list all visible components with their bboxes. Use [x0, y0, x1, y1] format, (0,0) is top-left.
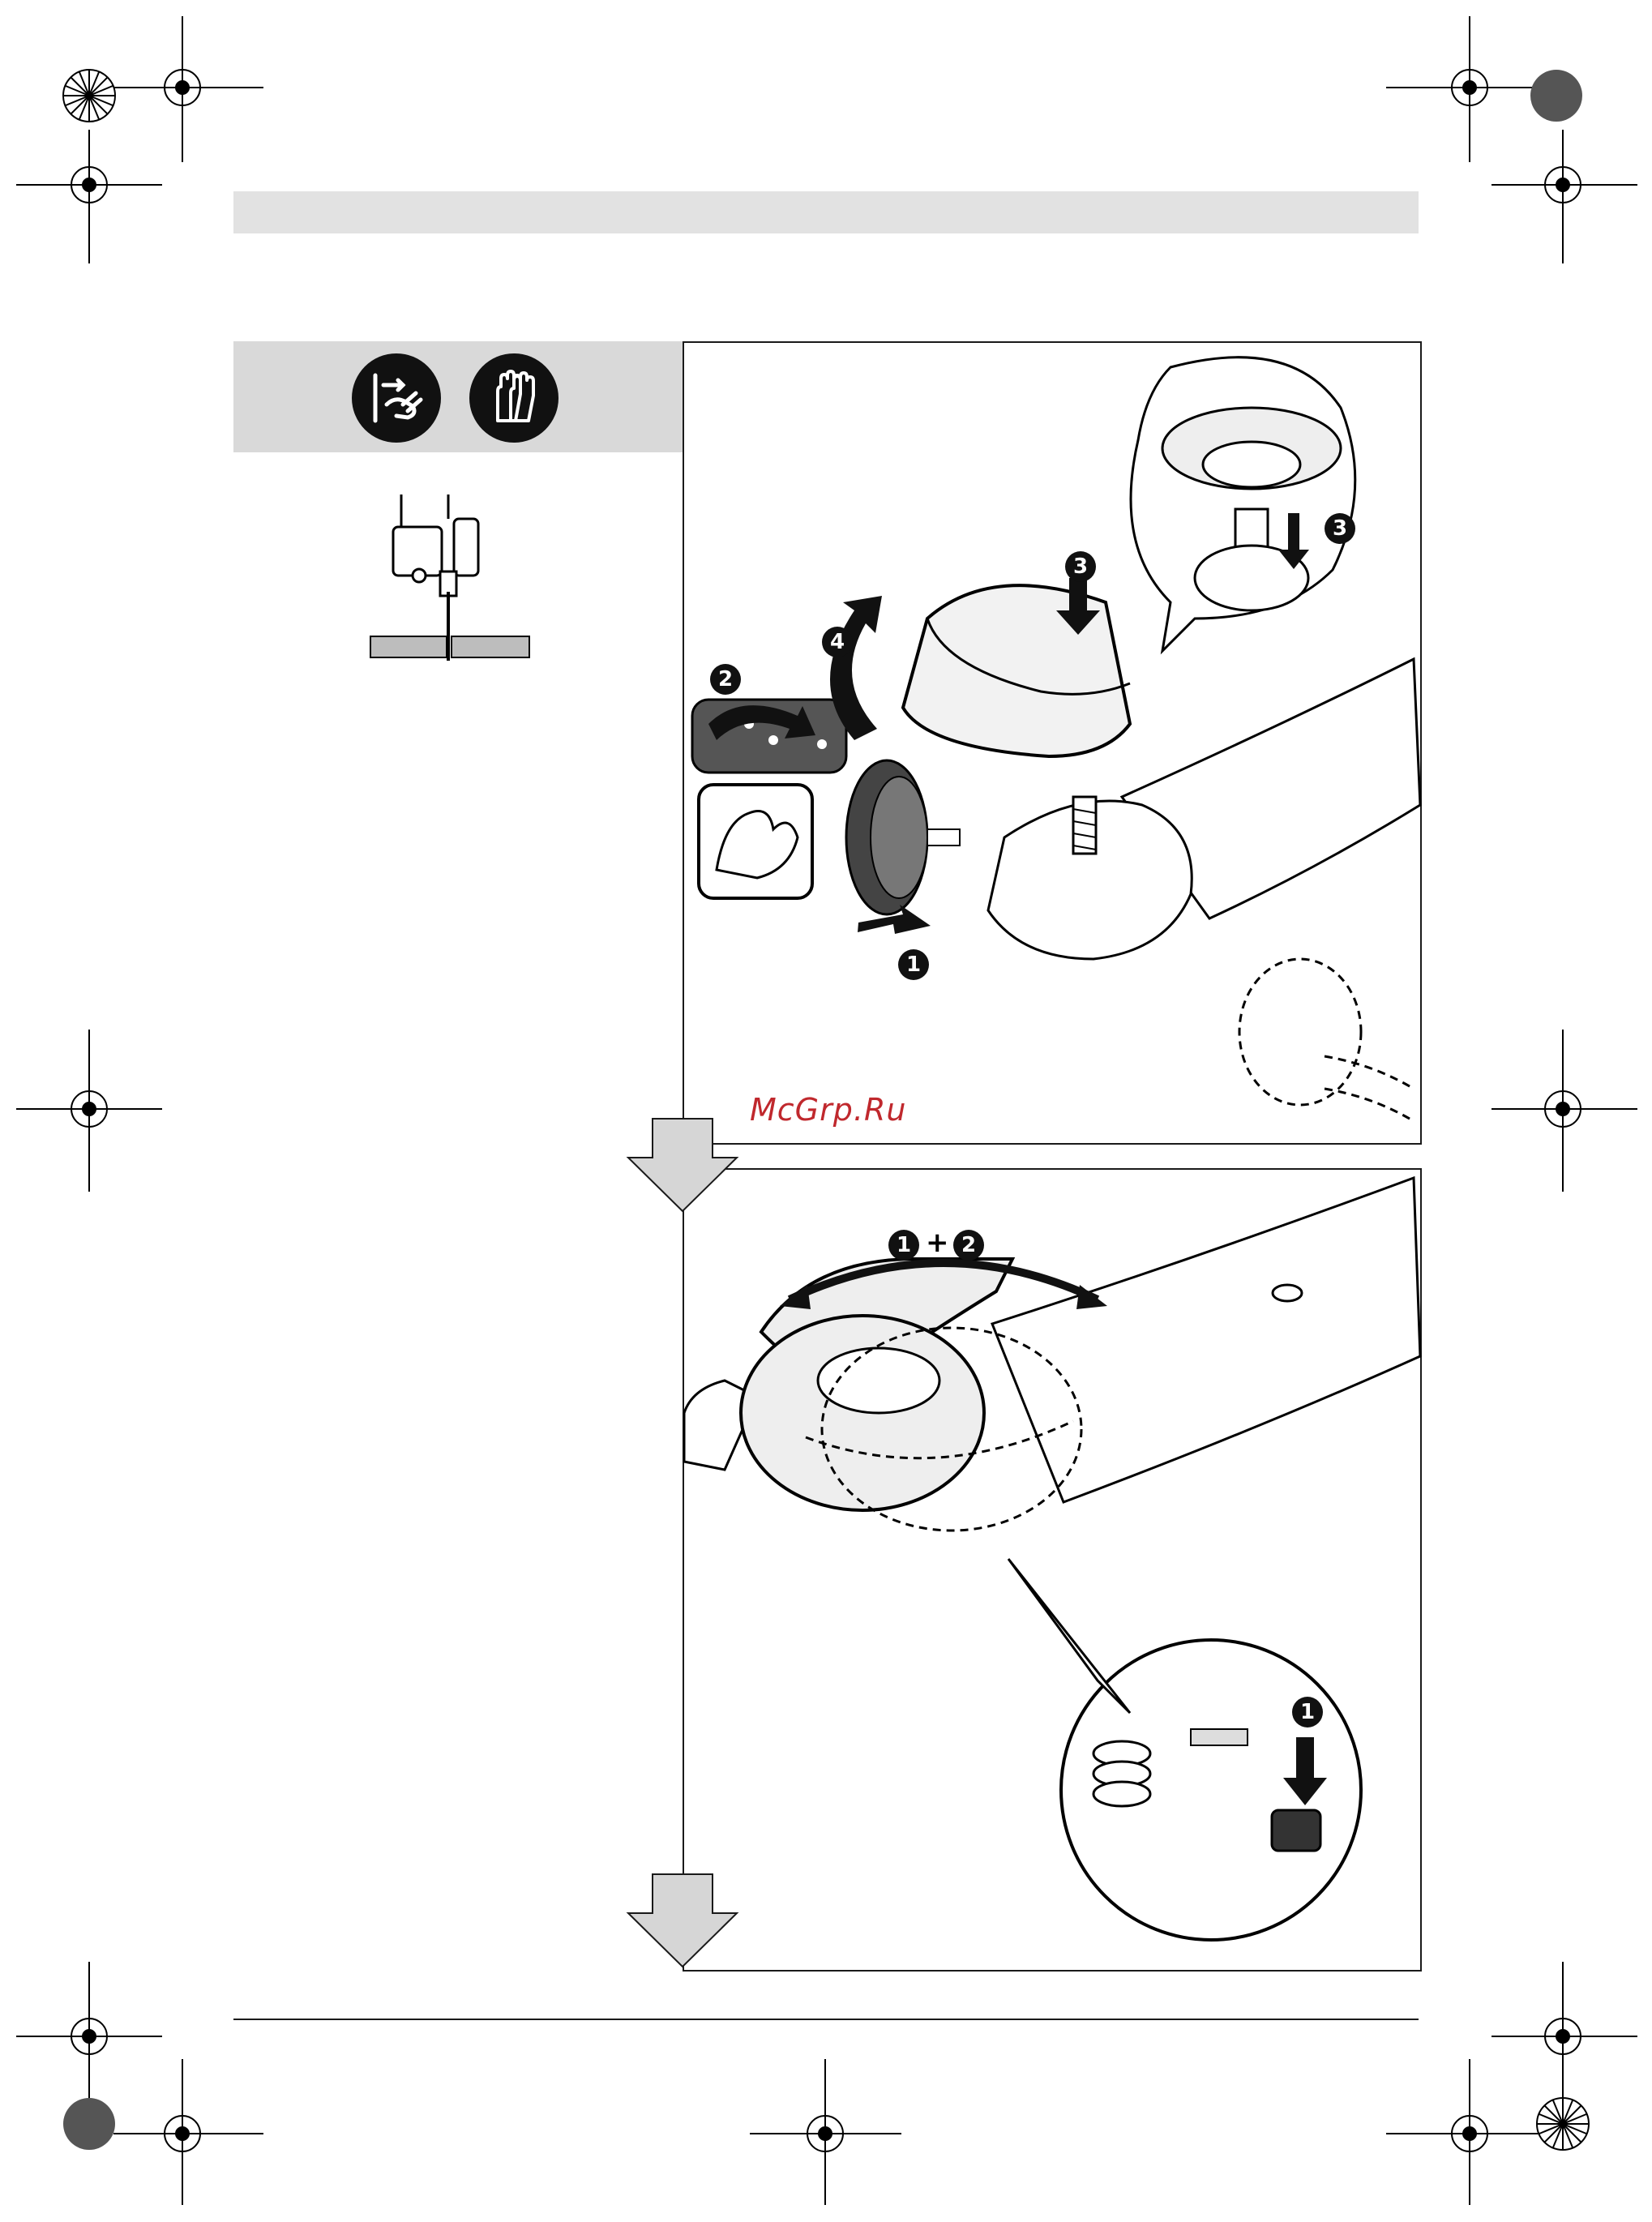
combo-plus: +	[926, 1227, 949, 1259]
step-badge-1-top: 1	[888, 1230, 919, 1261]
protective-gloves-icon	[469, 353, 559, 443]
step-badge-3: 3	[1065, 551, 1096, 582]
figure-1-illustration	[684, 343, 1420, 1143]
footer-rule	[233, 2019, 1419, 2020]
flow-arrow-down-2	[627, 1873, 740, 1970]
figure-2-adjust-guard: 1 + 2 1	[683, 1168, 1422, 1972]
flow-arrow-down-1	[627, 1117, 740, 1214]
step-badge-2-top: 2	[953, 1230, 984, 1261]
watermark-text: McGrp.Ru	[750, 1092, 906, 1128]
safety-icons-panel	[233, 341, 683, 452]
step-badge-1: 1	[898, 949, 929, 980]
figure-1-mount-guard: 3 4 2 1 3	[683, 341, 1422, 1145]
grinder-side-icon	[369, 494, 563, 673]
header-bar	[233, 191, 1419, 233]
step-badge-3-detail: 3	[1325, 513, 1355, 544]
figure-2-illustration	[684, 1170, 1420, 1970]
step-badge-2: 2	[710, 664, 741, 695]
unplug-plug-icon	[351, 353, 442, 443]
step-badge-1-detail: 1	[1292, 1697, 1323, 1728]
step-badge-4: 4	[822, 627, 853, 657]
